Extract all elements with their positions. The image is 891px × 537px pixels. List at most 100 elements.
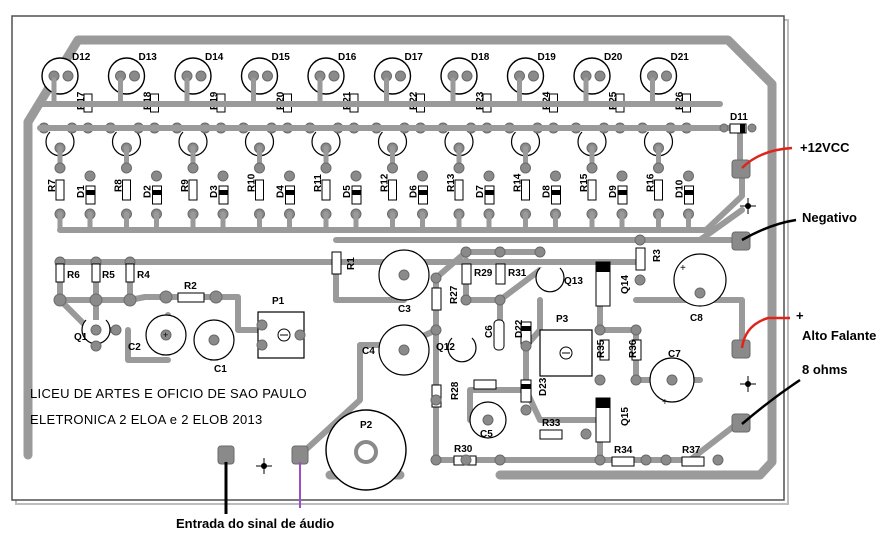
resistor-label: R14 bbox=[513, 173, 524, 192]
led-label: D19 bbox=[538, 52, 557, 63]
resistor-label: R19 bbox=[209, 91, 220, 110]
resistor-label: R22 bbox=[409, 91, 420, 110]
led-label: D15 bbox=[272, 52, 291, 63]
diode-band bbox=[618, 190, 627, 195]
resistor-label: R16 bbox=[646, 173, 657, 192]
resistor-label: R9 bbox=[180, 179, 191, 192]
resistor-r35 bbox=[599, 339, 610, 361]
transistor-q12 bbox=[447, 337, 477, 363]
diode-band bbox=[152, 190, 162, 195]
resistor-r14 bbox=[521, 179, 530, 201]
pad bbox=[151, 170, 162, 182]
diode-band bbox=[86, 190, 95, 195]
resistor-label: R17 bbox=[76, 91, 87, 110]
resistor-label: R15 bbox=[579, 173, 590, 192]
diode-label: D1 bbox=[76, 185, 87, 198]
diode-label: D2 bbox=[143, 185, 154, 198]
label-r34: R34 bbox=[614, 445, 633, 456]
label-r36: R36 bbox=[628, 339, 639, 358]
middle-section: C3 C4 R27 Q12 R28 R29 R31 C6 D22 D23 Q13 bbox=[297, 234, 745, 467]
pad bbox=[453, 162, 465, 174]
label-c8: C8 bbox=[690, 313, 703, 324]
resistor-r31 bbox=[495, 263, 506, 285]
negativo-pad bbox=[731, 231, 751, 251]
resistor-label: R21 bbox=[342, 91, 353, 110]
diode-band bbox=[352, 190, 361, 195]
diode-label: D9 bbox=[608, 185, 619, 198]
label-d23: D23 bbox=[538, 377, 549, 396]
pad bbox=[586, 162, 598, 174]
label-r31: R31 bbox=[508, 268, 527, 279]
capacitor-c6 bbox=[493, 319, 505, 351]
pad bbox=[520, 162, 531, 174]
resistor-r15 bbox=[587, 179, 597, 201]
led-label: D17 bbox=[405, 52, 424, 63]
pad bbox=[616, 170, 628, 182]
right-connectors bbox=[217, 159, 756, 474]
diode-label: D4 bbox=[276, 185, 287, 198]
pad bbox=[653, 162, 664, 174]
resistor-r6 bbox=[55, 263, 65, 283]
led-label: D13 bbox=[139, 52, 158, 63]
label-d11: D11 bbox=[730, 112, 748, 123]
audio-signal-pad bbox=[291, 445, 309, 465]
speaker-minus-pad bbox=[731, 413, 751, 433]
resistor-r2 bbox=[177, 292, 205, 303]
resistor-r29 bbox=[461, 263, 472, 285]
wire-vcc bbox=[741, 146, 793, 169]
resistor-unlabeled bbox=[473, 379, 497, 390]
pad bbox=[284, 170, 295, 182]
diode-band bbox=[684, 190, 694, 195]
resistor-label: R8 bbox=[114, 179, 125, 192]
label-entrada: Entrada do sinal de áudio bbox=[176, 516, 334, 531]
svg-text:+: + bbox=[680, 263, 686, 274]
label-r27: R27 bbox=[449, 285, 460, 304]
resistor-r10 bbox=[255, 179, 264, 201]
resistor-r27 bbox=[431, 287, 442, 311]
label-alto-falante: Alto Falante bbox=[802, 328, 876, 343]
resistor-label: R24 bbox=[542, 91, 553, 110]
svg-text:+: + bbox=[163, 330, 168, 340]
wire-speaker-minus bbox=[741, 378, 801, 425]
potentiometer-p2: P2 bbox=[325, 409, 407, 491]
label-r6: R6 bbox=[67, 270, 80, 281]
pad bbox=[195, 70, 207, 82]
svg-text:+: + bbox=[662, 397, 668, 408]
led-d19 bbox=[506, 57, 545, 95]
led-label: D12 bbox=[72, 52, 91, 63]
resistor-r8 bbox=[122, 179, 131, 201]
led-d15 bbox=[240, 57, 279, 95]
label-c7: C7 bbox=[668, 349, 681, 360]
pad bbox=[62, 70, 74, 82]
label-p1: P1 bbox=[272, 296, 285, 307]
label-vcc: +12VCC bbox=[800, 140, 850, 155]
label-d22: D22 bbox=[514, 319, 525, 338]
label-negativo: Negativo bbox=[802, 210, 857, 225]
left-section: R6 R5 R4 R2 Q1 + C2 C1 P1 bbox=[53, 256, 306, 375]
pad bbox=[187, 162, 199, 174]
pad bbox=[661, 70, 672, 82]
led-label: D20 bbox=[604, 52, 623, 63]
audio-ground-pad bbox=[217, 445, 235, 465]
label-c4: C4 bbox=[362, 346, 375, 357]
led-d14 bbox=[174, 57, 212, 95]
label-r4: R4 bbox=[137, 270, 150, 281]
resistor-label: R23 bbox=[475, 91, 486, 110]
diode-label: D7 bbox=[475, 185, 486, 198]
diode-band bbox=[219, 190, 228, 195]
resistor-label: R13 bbox=[446, 173, 457, 192]
led-d18 bbox=[440, 57, 478, 95]
resistor-r34 bbox=[611, 456, 635, 467]
pad bbox=[328, 70, 340, 82]
transistor-q13 bbox=[535, 267, 565, 293]
label-c2: C2 bbox=[128, 342, 141, 353]
wire-negativo bbox=[741, 218, 797, 242]
led-d12 bbox=[41, 57, 79, 95]
led-d13 bbox=[107, 57, 146, 95]
resistor-r9 bbox=[188, 179, 198, 201]
resistor-label: R11 bbox=[313, 174, 324, 192]
resistor-r1 bbox=[331, 251, 342, 275]
pad bbox=[594, 70, 606, 82]
diode-label: D6 bbox=[409, 185, 420, 198]
